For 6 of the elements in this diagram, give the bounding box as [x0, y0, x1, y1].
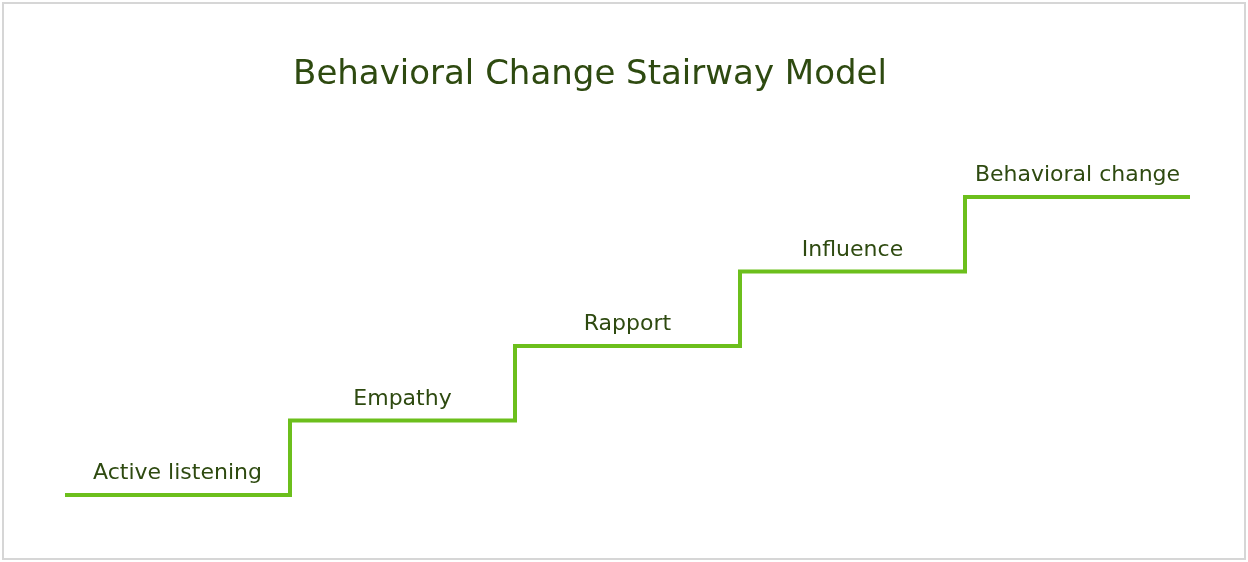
- step-label: Empathy: [353, 384, 452, 410]
- step-label: Active listening: [93, 459, 262, 484]
- step-label: Behavioral change: [974, 161, 1181, 186]
- step-label: Influence: [801, 235, 904, 261]
- step-label: Rapport: [583, 310, 672, 335]
- diagram-title: Behavioral Change Stairway Model: [293, 52, 887, 92]
